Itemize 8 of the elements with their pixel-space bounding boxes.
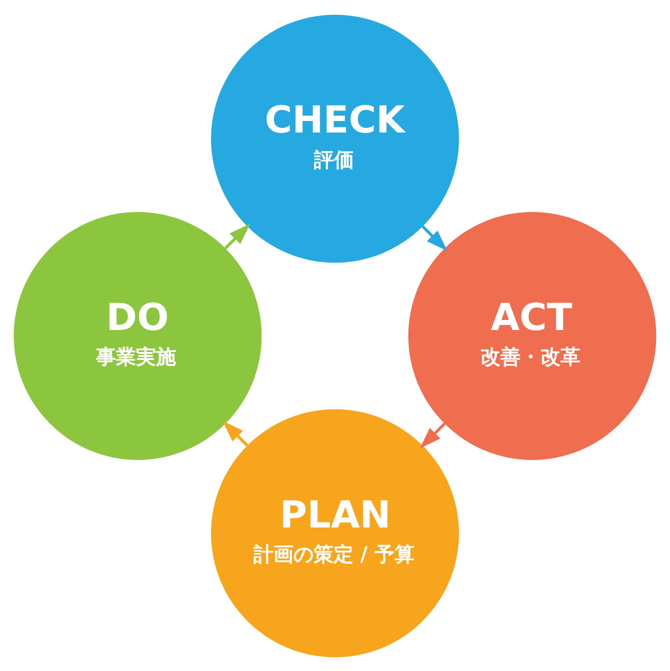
node-circle: DO 事業実施 — [14, 212, 262, 460]
node-circle: PLAN 計画の策定 / 予算 — [211, 408, 459, 657]
arrow — [420, 422, 446, 448]
node-circle: ACT 改善・改革 — [408, 212, 656, 460]
arrow — [224, 223, 250, 249]
node-circle: CHECK 評価 — [211, 14, 459, 262]
arrow — [222, 420, 248, 446]
arrow — [422, 224, 448, 251]
